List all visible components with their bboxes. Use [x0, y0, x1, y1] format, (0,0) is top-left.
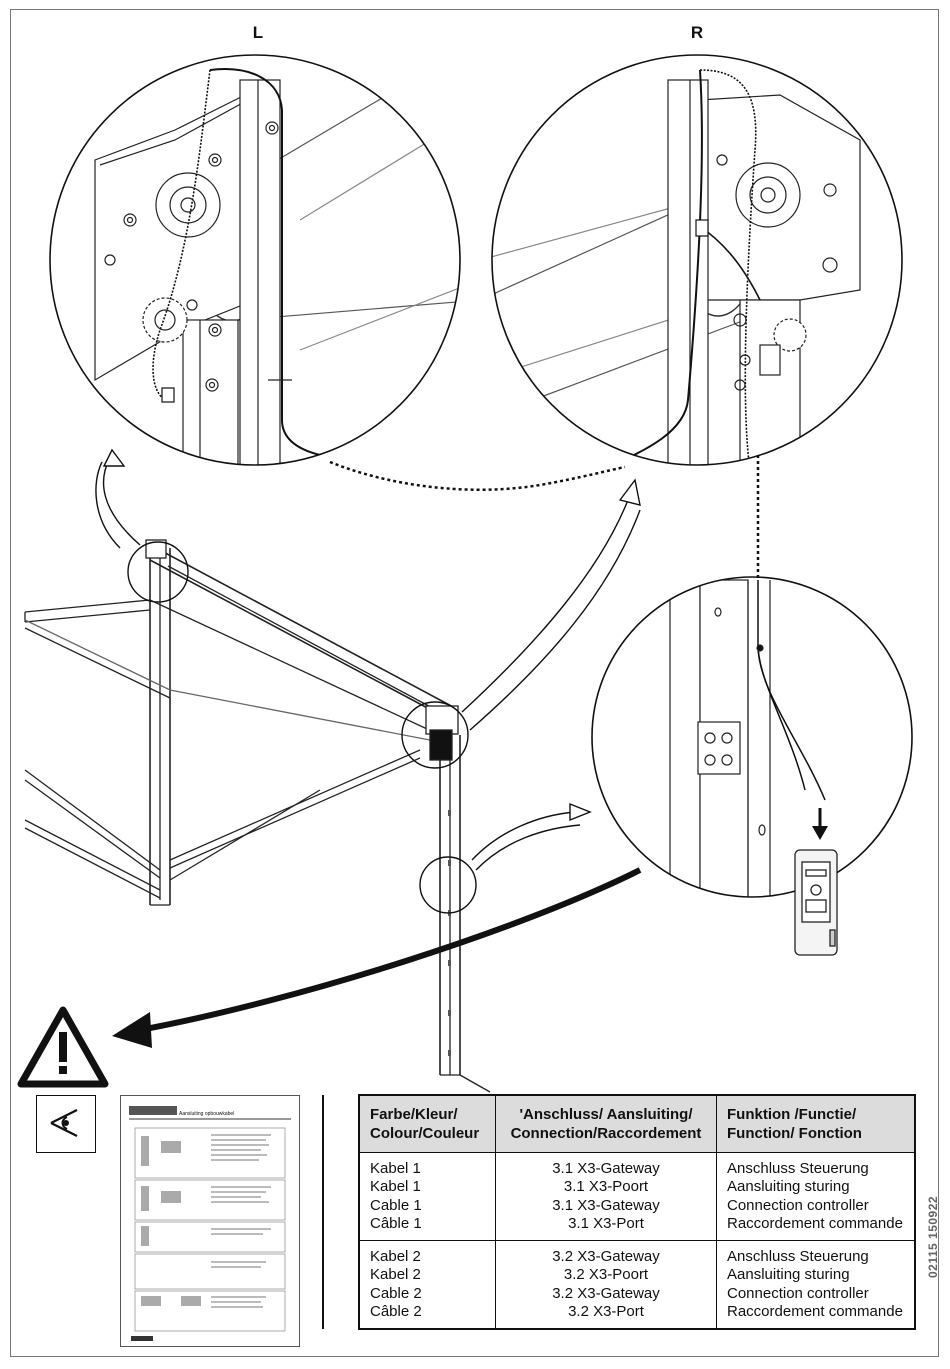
eye-icon	[36, 1095, 96, 1153]
cell-function: Anschluss Steuerung Aansluiting sturing …	[716, 1240, 915, 1329]
page-frame	[10, 9, 939, 1357]
warning-triangle-icon	[17, 1006, 109, 1088]
detail-circle-controller	[591, 576, 913, 898]
warning-arrow	[139, 867, 642, 1033]
focus-circle-left	[127, 541, 189, 603]
cell-color: Kabel 2 Kabel 2 Cable 2 Câble 2	[359, 1240, 496, 1329]
cell-color: Kabel 1 Kabel 1 Cable 1 Câble 1	[359, 1152, 496, 1241]
pointer-arrows	[95, 448, 641, 871]
header-color: Farbe/Kleur/ Colour/Couleur	[359, 1095, 496, 1153]
focus-circle-right	[401, 701, 469, 769]
focus-circle-post	[419, 856, 477, 914]
divider-line	[322, 1095, 324, 1329]
view-label-right: R	[691, 23, 703, 42]
warning-arrow-head	[112, 1012, 152, 1048]
cell-connection: 3.2 X3-Gateway 3.2 X3-Poort 3.2 X3-Gatew…	[495, 1240, 717, 1329]
cable-route-dotted	[329, 460, 626, 491]
door-frame-view	[24, 539, 491, 1093]
table-header-row: Farbe/Kleur/ Colour/Couleur 'Anschluss/ …	[359, 1095, 915, 1153]
detail-circle-left	[49, 54, 461, 466]
header-function: Funktion /Functie/ Function/ Fonction	[716, 1095, 915, 1153]
detail-circle-right	[491, 54, 903, 466]
cell-function: Anschluss Steuerung Aansluiting sturing …	[716, 1152, 915, 1241]
header-connection: 'Anschluss/ Aansluiting/ Connection/Racc…	[495, 1095, 717, 1153]
controller-unit	[794, 808, 838, 956]
connection-table: Farbe/Kleur/ Colour/Couleur 'Anschluss/ …	[358, 1094, 916, 1330]
table-row: Kabel 2 Kabel 2 Cable 2 Câble 2 3.2 X3-G…	[359, 1240, 915, 1329]
cell-connection: 3.1 X3-Gateway 3.1 X3-Poort 3.1 X3-Gatew…	[495, 1152, 717, 1241]
manual-title: Aansluiting opbouwkabel	[179, 1111, 235, 1117]
table-row: Kabel 1 Kabel 1 Cable 1 Câble 1 3.1 X3-G…	[359, 1152, 915, 1241]
manual-thumbnail: Aansluiting opbouwkabel	[120, 1095, 300, 1347]
view-label-left: L	[253, 23, 263, 42]
document-code: 02115 150922	[926, 1195, 940, 1278]
